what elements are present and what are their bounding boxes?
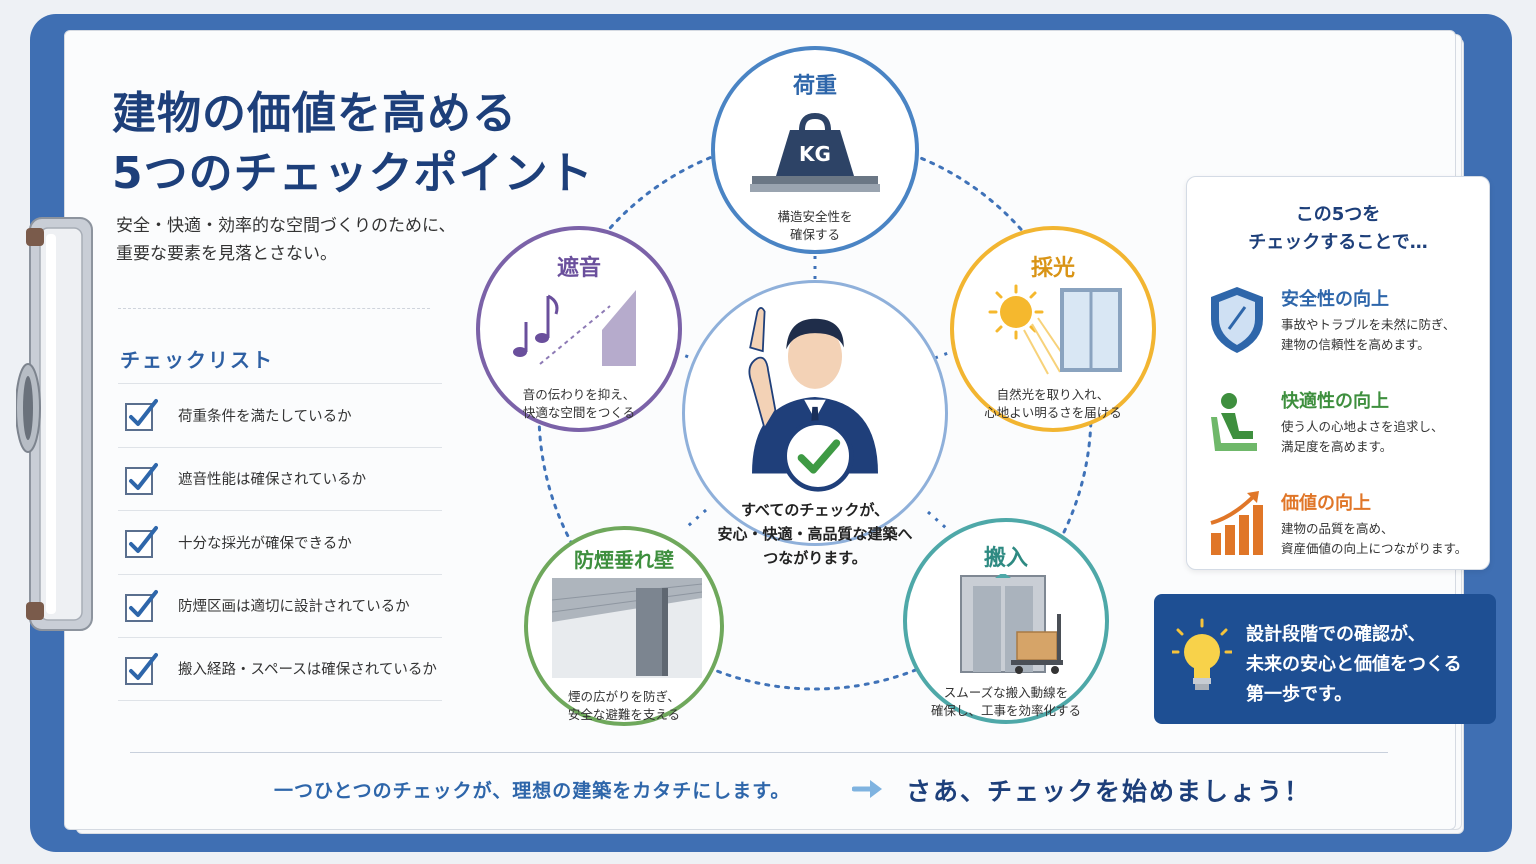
checklist-item[interactable]: 防煙区画は適切に設計されているか [118, 573, 442, 638]
node-light-title: 採光 [1030, 256, 1075, 281]
clipboard-clip-icon [16, 217, 93, 631]
node-smoke-title: 防煙垂れ壁 [574, 548, 674, 572]
checklist-item-label: 搬入経路・スペースは確保されているか [178, 662, 437, 679]
checklist: 荷重条件を満たしているか 遮音性能は確保されているか 十分な採光が確保できるか … [118, 383, 442, 701]
node-light[interactable]: 採光 自然光を取り入れ、 心地よい明るさを届ける [950, 226, 1156, 432]
shield-icon [1211, 287, 1263, 353]
node-load-desc: 構造安全性を 確保する [777, 209, 853, 242]
footer-message: 一つひとつのチェックが、理想の建築をカタチにします。 [274, 780, 791, 802]
checklist-title: チェックリスト [120, 348, 274, 372]
page-subtitle: 安全・快適・効率的な空間づくりのために、 重要な要素を見落とさない。 [116, 216, 456, 264]
sun-window-icon [988, 284, 1122, 375]
node-carry-title: 搬入 [983, 546, 1028, 571]
checklist-item-label: 荷重条件を満たしているか [178, 408, 352, 425]
tip-box: 設計段階での確認が、 未来の安心と価値をつくる 第一歩です。 [1154, 594, 1496, 724]
seated-person-icon [1211, 393, 1257, 451]
checkbox-checked-icon[interactable] [124, 398, 158, 432]
node-sound-title: 遮音 [556, 256, 601, 281]
checklist-item[interactable]: 搬入経路・スペースは確保されているか [118, 637, 442, 701]
checklist-item-label: 遮音性能は確保されているか [178, 472, 367, 489]
node-sound[interactable]: 遮音 音の伝わりを抑え、 快適な空間をつくる [476, 226, 682, 432]
node-load[interactable]: 荷重 KG 構造安全性を 確保する [711, 46, 919, 254]
benefits-panel: この5つを チェックすることで… 安全性の向上 事故やトラブルを未然に防ぎ、 建… [1186, 176, 1490, 570]
center-node [682, 280, 948, 546]
benefit-item-safety: 安全性の向上 事故やトラブルを未然に防ぎ、 建物の信頼性を高めます。 [1207, 285, 1487, 375]
node-smoke[interactable]: 防煙垂れ壁 煙の広がりを防ぎ、 安全な避難を支える [524, 526, 724, 726]
checklist-item-label: 防煙区画は適切に設計されているか [178, 599, 410, 616]
node-carry[interactable]: 搬入 スムーズな搬入動線を 確保し、工事を効率化する [903, 518, 1109, 724]
footer-call-to-action: さあ、チェックを始めましょう！ [906, 777, 1312, 806]
node-carry-desc: スムーズな搬入動線を 確保し、工事を効率化する [930, 685, 1081, 718]
checklist-item[interactable]: 十分な採光が確保できるか [118, 510, 442, 574]
checkbox-checked-icon[interactable] [124, 589, 158, 623]
tip-message: 設計段階での確認が、 未来の安心と価値をつくる 第一歩です。 [1246, 624, 1462, 705]
checklist-item[interactable]: 荷重条件を満たしているか [118, 383, 442, 447]
check-mark-badge-icon [782, 420, 854, 492]
lightbulb-icon [1172, 618, 1232, 690]
center-message: すべてのチェックが、 安心・快適・高品質な建築へ つながります。 [717, 501, 913, 567]
page-title: 建物の価値を高める 5つのチェックポイント [112, 88, 594, 199]
benefits-heading: この5つを チェックすることで… [1248, 204, 1428, 253]
node-sound-desc: 音の伝わりを抑え、 快適な空間をつくる [522, 387, 636, 420]
benefit-item-comfort: 快適性の向上 使う人の心地よさを追求し、 満足度を高めます。 [1207, 387, 1487, 477]
node-load-title: 荷重 [792, 74, 837, 99]
node-smoke-desc: 煙の広がりを防ぎ、 安全な避難を支える [567, 689, 681, 722]
checkbox-checked-icon[interactable] [124, 525, 158, 559]
weight-kg-icon [750, 112, 880, 192]
footer-divider [130, 752, 1388, 753]
music-notes-wall-icon [513, 290, 636, 366]
checkbox-checked-icon[interactable] [124, 652, 158, 686]
arrow-right-icon [852, 780, 882, 798]
benefit-item-value: 価値の向上 建物の品質を高め、 資産価値の向上につながります。 [1207, 489, 1487, 579]
growth-chart-icon [1210, 491, 1263, 555]
divider [118, 308, 430, 309]
checklist-item[interactable]: 遮音性能は確保されているか [118, 446, 442, 511]
kg-label: KG [799, 142, 831, 166]
smoke-barrier-ceiling-icon [552, 578, 702, 678]
checklist-item-label: 十分な採光が確保できるか [178, 535, 352, 552]
checkbox-checked-icon[interactable] [124, 462, 158, 496]
node-light-desc: 自然光を取り入れ、 心地よい明るさを届ける [984, 387, 1122, 420]
elevator-cart-icon [960, 574, 1063, 674]
